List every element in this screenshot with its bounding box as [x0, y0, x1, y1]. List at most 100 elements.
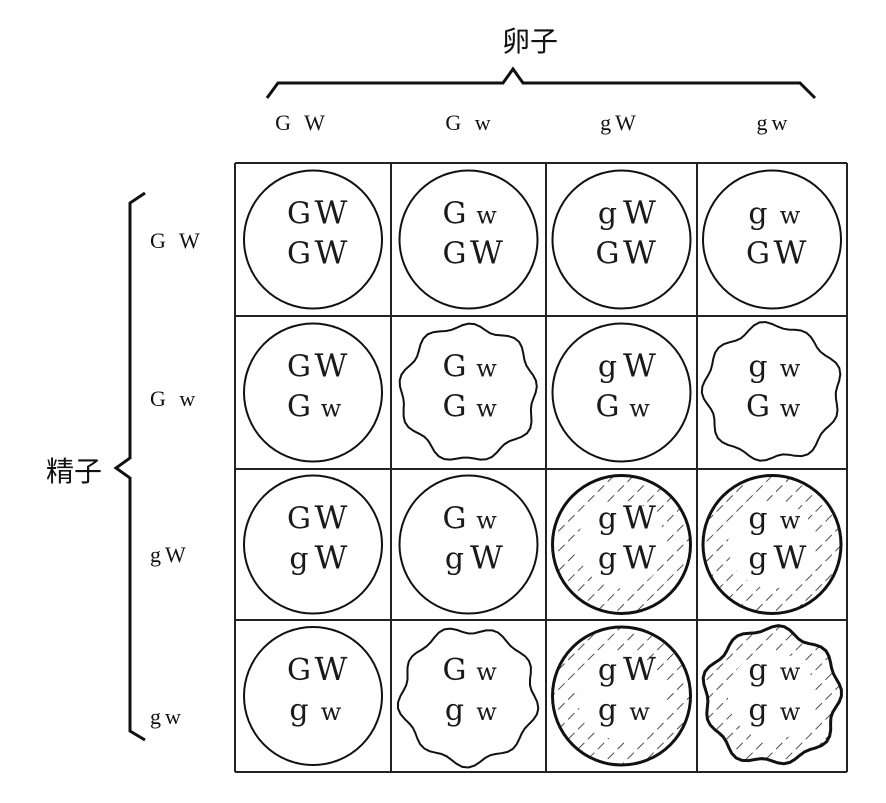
pea-center: [728, 500, 816, 589]
allele-w: W: [623, 539, 656, 577]
allele-w: w: [476, 507, 497, 535]
sperm-gamete-label: gw: [150, 704, 185, 729]
punnett-grid: [234, 162, 848, 773]
allele-g: g: [289, 693, 308, 728]
allele-w: w: [629, 698, 650, 726]
allele-g: G: [443, 653, 467, 688]
allele-g: G: [443, 390, 467, 425]
egg-gamete-label: gw: [756, 110, 792, 135]
allele-w: W: [623, 499, 656, 537]
allele-w: w: [476, 698, 497, 726]
egg-gamete-label: gW: [600, 110, 640, 135]
allele-g: g: [598, 653, 617, 688]
pea-wrinkled: [396, 627, 540, 769]
allele-w: w: [321, 698, 342, 726]
pea-wrinkled: [700, 321, 842, 462]
allele-g: g: [289, 542, 308, 577]
pea-round: [702, 169, 842, 310]
allele-w: W: [315, 650, 348, 688]
allele-g: G: [287, 197, 311, 232]
egg-gamete-label: G w: [445, 110, 495, 135]
pea-center: [728, 652, 816, 740]
sperm-brace: [113, 191, 146, 742]
allele-w: w: [476, 395, 497, 423]
pea-round: [551, 169, 692, 310]
allele-g: g: [445, 542, 464, 577]
egg-brace: [265, 66, 817, 100]
allele-w: w: [780, 202, 801, 230]
allele-w: w: [476, 202, 497, 230]
pea-round: [243, 626, 383, 766]
allele-g: G: [443, 502, 467, 537]
sperm-gamete-label: G w: [150, 386, 200, 411]
allele-w: w: [629, 395, 650, 423]
allele-w: W: [470, 539, 503, 577]
allele-w: w: [780, 658, 801, 686]
pea-round: [398, 474, 539, 615]
allele-g: G: [287, 390, 311, 425]
pea-round: [551, 322, 692, 463]
allele-g: g: [748, 693, 767, 728]
egg-label: 卵子: [501, 25, 558, 58]
allele-g: G: [443, 197, 467, 232]
allele-w: w: [780, 507, 801, 535]
allele-g: G: [287, 237, 311, 272]
allele-g: G: [287, 502, 311, 537]
allele-w: W: [623, 234, 656, 272]
allele-w: W: [315, 194, 348, 232]
allele-g: G: [596, 237, 620, 272]
allele-w: W: [470, 234, 503, 272]
allele-g: g: [598, 693, 617, 728]
allele-g: g: [598, 542, 617, 577]
allele-g: g: [748, 653, 767, 688]
allele-w: W: [774, 539, 807, 577]
allele-w: W: [623, 194, 656, 232]
pea-wrinkled: [398, 322, 538, 461]
allele-w: W: [315, 539, 348, 577]
allele-g: g: [748, 502, 767, 537]
allele-g: g: [748, 197, 767, 232]
allele-w: w: [321, 395, 342, 423]
allele-g: G: [287, 350, 311, 385]
allele-w: W: [774, 234, 807, 272]
allele-w: W: [623, 347, 656, 385]
allele-g: g: [748, 350, 767, 385]
allele-g: g: [445, 693, 464, 728]
allele-w: W: [315, 234, 348, 272]
pea-center: [577, 500, 666, 589]
allele-w: w: [780, 395, 801, 423]
allele-g: g: [598, 350, 617, 385]
pea-round: [243, 474, 383, 615]
allele-g: g: [748, 542, 767, 577]
sperm-gamete-label: G W: [150, 228, 204, 253]
allele-g: G: [746, 237, 770, 272]
sperm-gamete-label: gW: [150, 542, 190, 567]
allele-g: g: [598, 502, 617, 537]
allele-g: g: [598, 197, 617, 232]
allele-w: W: [315, 347, 348, 385]
allele-g: G: [287, 653, 311, 688]
pea-round: [243, 169, 383, 310]
allele-g: G: [596, 390, 620, 425]
allele-w: w: [780, 698, 801, 726]
allele-w: W: [623, 650, 656, 688]
allele-g: G: [746, 390, 770, 425]
allele-g: G: [443, 237, 467, 272]
allele-g: G: [443, 350, 467, 385]
pea-round: [398, 169, 539, 310]
pea-round: [243, 322, 383, 463]
allele-w: w: [780, 355, 801, 383]
